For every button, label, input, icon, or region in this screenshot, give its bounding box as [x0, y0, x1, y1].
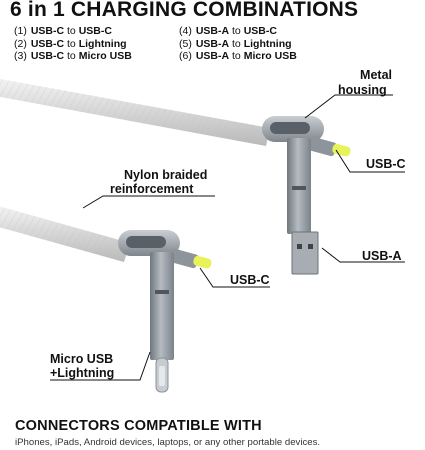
label-usb-c-bottom: USB-C — [230, 273, 270, 287]
page-title: 6 in 1 CHARGING COMBINATIONS — [10, 0, 359, 21]
combo-3: (3)USB-C to Micro USB — [14, 50, 132, 63]
combinations-left: (1)USB-C to USB-C (2)USB-C to Lightning … — [14, 25, 132, 63]
label-metal-housing-2: housing — [338, 83, 387, 97]
combo-6: (6)USB-A to Micro USB — [179, 50, 297, 63]
bottom-cable — [0, 206, 130, 262]
combo-2: (2)USB-C to Lightning — [14, 37, 127, 50]
label-micro-2: +Lightning — [50, 366, 115, 380]
label-metal-housing: Metal — [352, 68, 392, 82]
label-nylon-2: reinforcement — [110, 182, 194, 196]
label-metal-line1: Metal — [360, 68, 392, 82]
top-connector — [262, 116, 351, 275]
combo-5: (5)USB-A to Lightning — [179, 37, 292, 50]
label-nylon-1: Nylon braided — [124, 168, 208, 182]
bottom-connector — [118, 230, 212, 393]
callout-lines — [50, 94, 405, 381]
combinations-right: (4)USB-A to USB-C (5)USB-A to Lightning … — [179, 25, 297, 63]
footer-text: iPhones, iPads, Android devices, laptops… — [15, 437, 321, 448]
footer-title: CONNECTORS COMPATIBLE WITH — [15, 418, 262, 434]
label-usb-a: USB-A — [362, 249, 402, 263]
top-cable — [0, 78, 270, 146]
label-micro-1: Micro USB — [50, 352, 114, 366]
combo-1: (1)USB-C to USB-C — [14, 25, 112, 37]
combo-4: (4)USB-A to USB-C — [179, 25, 277, 37]
label-usb-c-top: USB-C — [366, 157, 406, 171]
